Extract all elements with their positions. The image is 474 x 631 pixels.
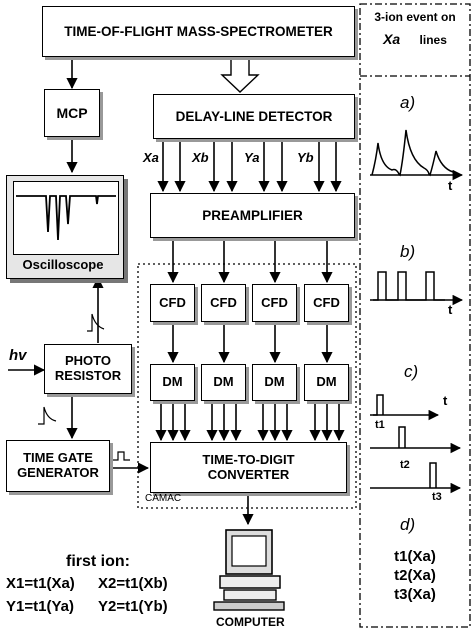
cfd-block-4: CFD bbox=[304, 284, 349, 322]
axis-t-label-b: t bbox=[448, 302, 453, 317]
equation-x1: X1=t1(Xa) bbox=[6, 575, 75, 592]
equation-y1: Y1=t1(Ya) bbox=[6, 598, 74, 615]
tdc-label-line2: CONVERTER bbox=[207, 466, 290, 482]
panel-label-b: b) bbox=[400, 242, 416, 261]
oscilloscope-label: Oscilloscope bbox=[22, 257, 104, 272]
time-label-t3: t3 bbox=[432, 491, 442, 503]
panel-label-c: c) bbox=[404, 362, 419, 381]
tof-mass-spectrometer-block: TIME-OF-FLIGHT MASS-SPECTROMETER bbox=[42, 6, 355, 57]
oscilloscope-trace bbox=[16, 195, 116, 241]
result-t3: t3(Xa) bbox=[394, 585, 436, 603]
cfd-block-2: CFD bbox=[201, 284, 246, 322]
signal-xa-label: Xa bbox=[143, 150, 159, 165]
side-panel-title-suffix: lines bbox=[419, 33, 447, 47]
computer-icon bbox=[213, 529, 285, 611]
cfd-block-1: CFD bbox=[150, 284, 195, 322]
waveform-b bbox=[373, 271, 445, 301]
camac-label: CAMAC bbox=[145, 493, 182, 504]
side-panel-title: 3-ion event on Xa lines bbox=[362, 10, 468, 49]
hv-label: hv bbox=[9, 347, 27, 364]
dm-block-4: DM bbox=[304, 364, 349, 401]
side-panel-title-line1: 3-ion event on bbox=[374, 10, 456, 24]
time-gate-generator-block: TIME GATE GENERATOR bbox=[6, 440, 110, 492]
computer-label: COMPUTER bbox=[216, 615, 285, 629]
time-label-t1: t1 bbox=[375, 419, 385, 431]
axis-t-label-a: t bbox=[448, 178, 453, 193]
time-label-t2: t2 bbox=[400, 459, 410, 471]
panel-label-d: d) bbox=[400, 515, 416, 534]
cfd-block-3: CFD bbox=[252, 284, 297, 322]
equation-y2: Y2=t1(Yb) bbox=[98, 598, 168, 615]
preamplifier-block: PREAMPLIFIER bbox=[150, 193, 355, 238]
axis-t-label-c: t bbox=[443, 393, 448, 408]
tof-to-delayline-hollow-arrow bbox=[220, 57, 260, 93]
signal-yb-label: Yb bbox=[297, 150, 314, 165]
equation-x2: X2=t1(Xb) bbox=[98, 575, 168, 592]
photo-resistor-block: PHOTO RESISTOR bbox=[44, 344, 132, 394]
camac-enclosure bbox=[137, 263, 357, 509]
signal-ya-label: Ya bbox=[244, 150, 260, 165]
waveform-a bbox=[371, 129, 454, 177]
photo-resistor-line2: RESISTOR bbox=[54, 368, 122, 383]
panel-label-a: a) bbox=[400, 93, 416, 112]
dm-block-2: DM bbox=[201, 364, 246, 401]
first-ion-title: first ion: bbox=[66, 553, 130, 570]
dm-block-3: DM bbox=[252, 364, 297, 401]
dm-block-1: DM bbox=[150, 364, 195, 401]
delay-line-detector-block: DELAY-LINE DETECTOR bbox=[153, 94, 355, 139]
time-gate-line2: GENERATOR bbox=[17, 465, 99, 480]
signal-xb-label: Xb bbox=[192, 150, 209, 165]
side-panel-results: t1(Xa) t2(Xa) t3(Xa) bbox=[362, 548, 468, 604]
mcp-block: MCP bbox=[44, 89, 100, 137]
time-to-digit-converter-block: TIME-TO-DIGIT CONVERTER bbox=[150, 442, 347, 493]
photo-resistor-line1: PHOTO bbox=[65, 353, 111, 369]
result-t2: t2(Xa) bbox=[394, 566, 436, 584]
result-t1: t1(Xa) bbox=[394, 548, 436, 565]
oscilloscope-screen bbox=[13, 181, 119, 255]
side-panel-title-var: Xa bbox=[383, 31, 401, 47]
side-panel-frame bbox=[359, 3, 471, 628]
time-gate-line1: TIME GATE bbox=[23, 450, 93, 466]
tdc-label-line1: TIME-TO-DIGIT bbox=[202, 451, 295, 467]
oscilloscope-block: Oscilloscope bbox=[6, 175, 124, 279]
